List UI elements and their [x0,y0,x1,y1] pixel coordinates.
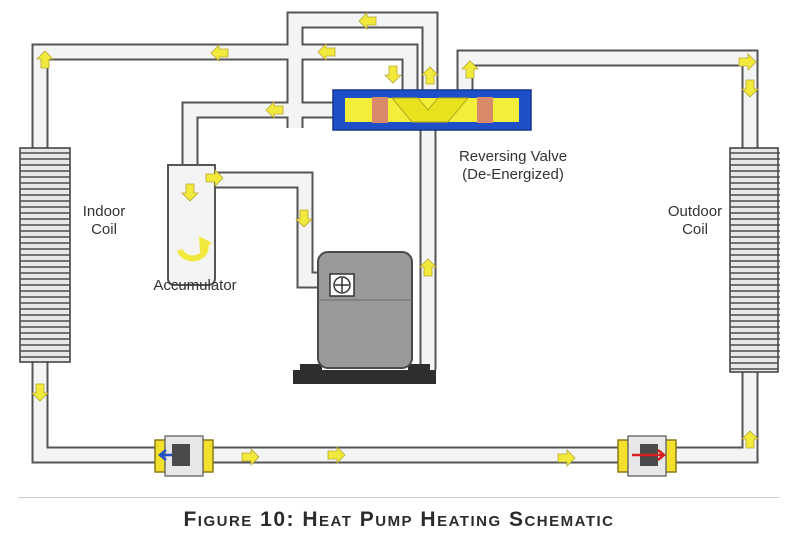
outdoor-coil [729,147,781,373]
flow-arrow-icon [31,12,759,467]
swirl-arrow-icon [177,236,212,262]
accumulator [167,164,216,286]
indoor-coil [19,147,71,363]
compressor-fan-icon [329,273,355,297]
heat-pump-schematic [19,11,781,477]
accumulator-label: Accumulator [153,277,237,294]
outdoor-expansion-valve [617,435,677,477]
outdoor-coil-label: Outdoor Coil [667,203,723,238]
caption-divider [18,497,780,498]
indoor-coil-label: Indoor Coil [82,203,126,238]
reversing-valve-label: Reversing Valve (De-Energized) [458,148,568,183]
figure-caption: Figure 10: Heat Pump Heating Schematic [183,508,615,531]
indoor-expansion-valve [154,435,214,477]
reversing-valve [332,89,532,131]
compressor [293,251,436,384]
refrigerant-piping [31,11,759,464]
